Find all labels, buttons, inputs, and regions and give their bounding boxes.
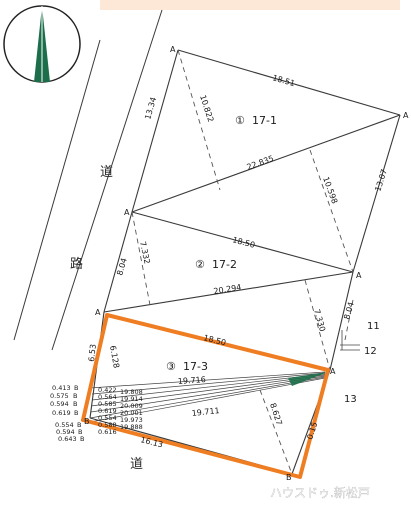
point-a-label: A bbox=[403, 111, 409, 120]
dim-mid-edge: 18.50 bbox=[231, 235, 255, 250]
point-b-label: B bbox=[73, 400, 77, 408]
point-b-label: B bbox=[74, 384, 78, 392]
dim-diag-upper: 10.822 bbox=[198, 94, 215, 123]
point-a-label: A bbox=[170, 45, 176, 54]
fan-left-value: 0.554 bbox=[55, 421, 74, 429]
dim-right-small: 0.15 bbox=[305, 421, 319, 441]
fan-mid-value: 0.554 bbox=[98, 414, 117, 422]
fan-right-value: 20.001 bbox=[120, 409, 143, 417]
point-b-label: B bbox=[78, 428, 82, 436]
fan-mid-value: 0.619 bbox=[98, 407, 117, 415]
fan-mid-value: 0.616 bbox=[98, 428, 117, 436]
lot-17-3-highlight bbox=[81, 313, 330, 479]
lot-17-3-label: 17-3 bbox=[183, 360, 208, 373]
fan-convergence-mark bbox=[288, 372, 328, 386]
fan-left-value: 0.594 bbox=[56, 428, 75, 436]
fan-mid-value: 0.588 bbox=[98, 421, 117, 429]
road-edges bbox=[13, 9, 163, 351]
fan-left-values: 0.413 0.575 0.594 0.619 0.554 0.594 0.64… bbox=[50, 384, 77, 443]
fan-mid-values: 0.422 0.564 0.585 0.619 0.554 0.588 0.61… bbox=[98, 386, 117, 436]
dim-fan-right: 8.627 bbox=[268, 402, 284, 427]
dim-left-lower-inner: 6.128 bbox=[108, 345, 121, 369]
neighbor-lot-11: 11 bbox=[367, 321, 380, 332]
neighbor-lot-13: 13 bbox=[344, 394, 357, 405]
dim-diag-mid: 7.332 bbox=[138, 241, 152, 265]
dim-left-mid: 8.04 bbox=[115, 257, 129, 277]
point-b-label: B bbox=[73, 392, 77, 400]
neighbor-lot-12: 12 bbox=[364, 346, 377, 357]
point-labels: A A A A A A B B bbox=[84, 45, 409, 482]
neighbor-lots: 11 12 13 bbox=[344, 321, 380, 405]
dim-bottom-edge: 18.50 bbox=[203, 333, 227, 347]
fan-right-value: 19.973 bbox=[120, 416, 143, 424]
dim-right-diag-lower: 7.330 bbox=[312, 308, 327, 332]
fan-mid-value: 0.422 bbox=[98, 386, 117, 394]
dim-right-diag: 10.598 bbox=[321, 176, 339, 205]
fan-right-values: 19.808 19.914 20.009 20.001 19.973 19.88… bbox=[120, 388, 143, 431]
fan-lines bbox=[89, 371, 326, 423]
fan-right-value: 19.914 bbox=[120, 395, 143, 403]
fan-left-b-labels: B B B B B B B bbox=[73, 384, 84, 443]
fan-left-value: 0.413 bbox=[52, 384, 71, 392]
point-a-label: A bbox=[124, 208, 130, 217]
fan-left-value: 0.594 bbox=[50, 400, 69, 408]
point-b-label: B bbox=[286, 473, 292, 482]
fan-mid-value: 0.585 bbox=[98, 400, 117, 408]
watermark: ハウスドゥ.新松戸 bbox=[270, 485, 370, 500]
dim-long-upper: 22.835 bbox=[246, 154, 275, 172]
neighbor-boundary-ticks bbox=[340, 330, 360, 351]
point-a-label: A bbox=[95, 308, 101, 317]
lot-17-2-label: 17-2 bbox=[212, 258, 237, 271]
dim-top-edge: 18.51 bbox=[271, 73, 295, 88]
dim-lower-edge: 20.294 bbox=[213, 283, 242, 296]
lot-17-1-label: 17-1 bbox=[252, 114, 277, 127]
fan-right-value: 19.808 bbox=[120, 388, 143, 396]
fan-right-value: 19.888 bbox=[120, 423, 143, 431]
lot-boundaries bbox=[89, 49, 401, 475]
point-b-label: B bbox=[77, 421, 81, 429]
road-label: 路 bbox=[70, 256, 83, 272]
lot-17-3-circle: ③ bbox=[166, 360, 176, 373]
point-a-label: A bbox=[356, 271, 362, 280]
road-labels: 道 路 道 bbox=[70, 165, 143, 472]
fan-right-value: 20.009 bbox=[120, 402, 143, 410]
fan-left-value: 0.575 bbox=[50, 392, 69, 400]
lot-17-2-circle: ② bbox=[195, 258, 205, 271]
point-b-label: B bbox=[74, 409, 78, 417]
dim-right-lower: 8.04 bbox=[342, 301, 356, 321]
point-b-label: B bbox=[84, 417, 90, 426]
dim-fan-low: 19.711 bbox=[191, 406, 220, 418]
fan-mid-value: 0.564 bbox=[98, 393, 117, 401]
dim-left-lower: 6.53 bbox=[87, 344, 98, 363]
point-b-label: B bbox=[80, 435, 84, 443]
header-fade bbox=[100, 0, 400, 10]
road-label: 道 bbox=[100, 165, 113, 180]
fan-left-value: 0.619 bbox=[52, 409, 71, 417]
lot-17-1-circle: ① bbox=[235, 114, 245, 127]
north-arrow-icon bbox=[3, 5, 81, 83]
road-label: 道 bbox=[130, 457, 143, 472]
dim-fan-top: 19.716 bbox=[178, 375, 207, 386]
dim-right-upper: 13.07 bbox=[373, 168, 389, 193]
dim-left-upper: 13.34 bbox=[143, 96, 158, 120]
fan-left-value: 0.643 bbox=[58, 435, 77, 443]
lot-labels: ① 17-1 ② 17-2 ③ 17-3 bbox=[166, 114, 277, 373]
point-a-label: A bbox=[330, 367, 336, 376]
